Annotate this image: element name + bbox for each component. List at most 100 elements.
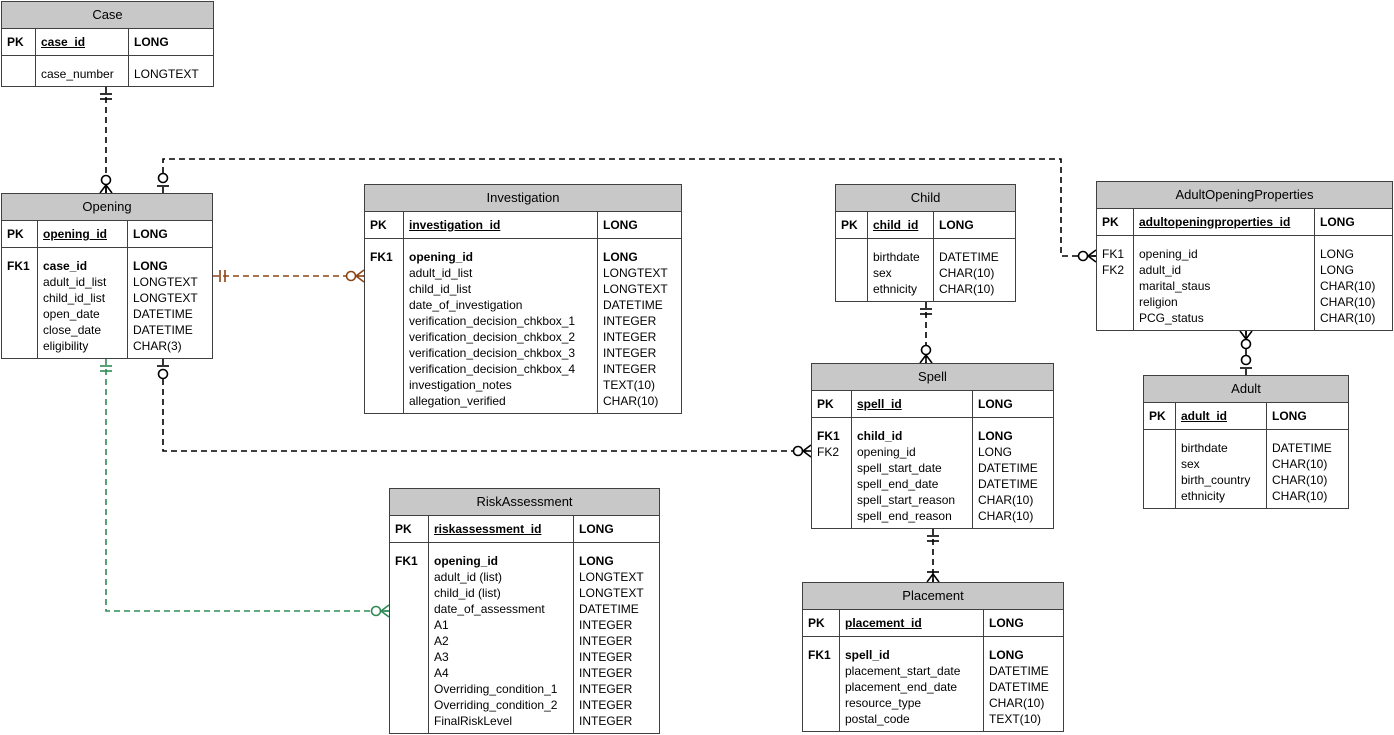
- column-name: postal_code: [845, 712, 910, 726]
- fk-label: FK2: [817, 445, 840, 459]
- column-type: LONG: [579, 554, 614, 568]
- pk-type: LONG: [1320, 215, 1355, 229]
- column-type: CHAR(10): [1272, 457, 1328, 471]
- pk-name: child_id: [868, 212, 934, 238]
- rel-opening-aop: [162, 158, 1096, 257]
- column-type: CHAR(10): [978, 493, 1034, 507]
- column-name: A3: [434, 650, 449, 664]
- entity-title: Investigation: [365, 185, 681, 212]
- column-type: INTEGER: [579, 618, 633, 632]
- pk-row: PK child_id LONG: [836, 212, 1015, 239]
- pk-row: PK placement_id LONG: [803, 610, 1063, 637]
- column-type: INTEGER: [603, 346, 657, 360]
- pk-row: PK spell_id LONG: [812, 391, 1053, 418]
- rel-aop-end: [1077, 249, 1097, 263]
- column-name: A4: [434, 666, 449, 680]
- column-name: open_date: [43, 307, 100, 321]
- column-type: LONGTEXT: [134, 67, 199, 81]
- entity-title: AdultOpeningProperties: [1097, 182, 1392, 209]
- column-name: date_of_assessment: [434, 602, 545, 616]
- column-type: DATETIME: [939, 250, 999, 264]
- column-type: LONG: [978, 445, 1013, 459]
- pk-label: PK: [2, 29, 36, 55]
- rel-placement-end: [926, 571, 940, 583]
- rel-case-end: [100, 93, 112, 100]
- pk-name: adult_id: [1176, 403, 1267, 429]
- column-name: A2: [434, 634, 449, 648]
- column-type: DATETIME: [978, 461, 1038, 475]
- entity-title: Placement: [803, 583, 1063, 610]
- column-type: LONG: [1320, 247, 1355, 261]
- column-name: sex: [1181, 457, 1200, 471]
- rel-aop-end: [1239, 330, 1253, 350]
- column-name: verification_decision_chkbox_4: [409, 362, 576, 376]
- fk-label: FK1: [395, 554, 418, 568]
- column-name: Overriding_condition_1: [434, 682, 558, 696]
- column-name: adult_id (list): [434, 570, 503, 584]
- column-name: allegation_verified: [409, 394, 506, 408]
- column-name: spell_id: [845, 648, 890, 662]
- entity-risk: RiskAssessment PK riskassessment_id LONG…: [389, 488, 660, 734]
- fk-label: FK1: [817, 429, 840, 443]
- column-type: INTEGER: [579, 650, 633, 664]
- column-name: religion: [1139, 295, 1178, 309]
- pk-type: LONG: [133, 227, 168, 241]
- column-name: Overriding_condition_2: [434, 698, 558, 712]
- column-name: spell_end_date: [857, 477, 939, 491]
- column-type: DATETIME: [978, 477, 1038, 491]
- column-name: adult_id_list: [409, 266, 473, 280]
- pk-row: PK opening_id LONG: [2, 221, 212, 248]
- column-type: DATETIME: [133, 307, 193, 321]
- pk-type: LONG: [1272, 409, 1307, 423]
- entity-title: Child: [836, 185, 1015, 212]
- pk-row: PK adultopeningproperties_id LONG: [1097, 209, 1392, 236]
- column-type: LONGTEXT: [133, 275, 198, 289]
- entity-placement: Placement PK placement_id LONG FK1 spell…: [802, 582, 1064, 732]
- column-name: spell_start_date: [857, 461, 942, 475]
- pk-row: PK investigation_id LONG: [365, 212, 681, 239]
- rel-risk-end: [370, 604, 390, 618]
- column-type: INTEGER: [579, 698, 633, 712]
- pk-label: PK: [365, 212, 404, 238]
- column-type: TEXT(10): [989, 712, 1042, 726]
- column-type: DATETIME: [989, 680, 1049, 694]
- pk-name: riskassessment_id: [429, 516, 574, 542]
- column-type: DATETIME: [579, 602, 639, 616]
- column-name: verification_decision_chkbox_1: [409, 314, 576, 328]
- column-type: LONG: [133, 259, 168, 273]
- pk-type: LONG: [989, 616, 1024, 630]
- column-name: birth_country: [1181, 473, 1251, 487]
- column-type: LONG: [978, 429, 1013, 443]
- column-type: INTEGER: [603, 314, 657, 328]
- entity-aop: AdultOpeningProperties PK adultopeningpr…: [1096, 181, 1393, 331]
- rel-opening-end: [157, 172, 169, 187]
- pk-label: PK: [812, 391, 852, 417]
- column-name: FinalRiskLevel: [434, 714, 513, 728]
- fk-label: FK1: [7, 259, 30, 273]
- rel-investigation-end: [345, 269, 365, 283]
- column-name: child_id (list): [434, 586, 501, 600]
- pk-label: PK: [803, 610, 840, 636]
- column-type: CHAR(10): [939, 266, 995, 280]
- column-name: PCG_status: [1139, 311, 1204, 325]
- rel-opening-spell: [162, 359, 811, 452]
- column-type: LONGTEXT: [579, 570, 644, 584]
- column-name: opening_id: [1139, 247, 1198, 261]
- pk-row: PK riskassessment_id LONG: [390, 516, 659, 543]
- pk-row: PK case_id LONG: [2, 29, 213, 56]
- column-type: LONG: [989, 648, 1024, 662]
- pk-label: PK: [2, 221, 38, 247]
- column-name: placement_start_date: [845, 664, 961, 678]
- column-type: LONGTEXT: [579, 586, 644, 600]
- pk-name: spell_id: [852, 391, 973, 417]
- column-name: resource_type: [845, 696, 922, 710]
- column-name: adult_id_list: [43, 275, 107, 289]
- column-name: opening_id: [857, 445, 916, 459]
